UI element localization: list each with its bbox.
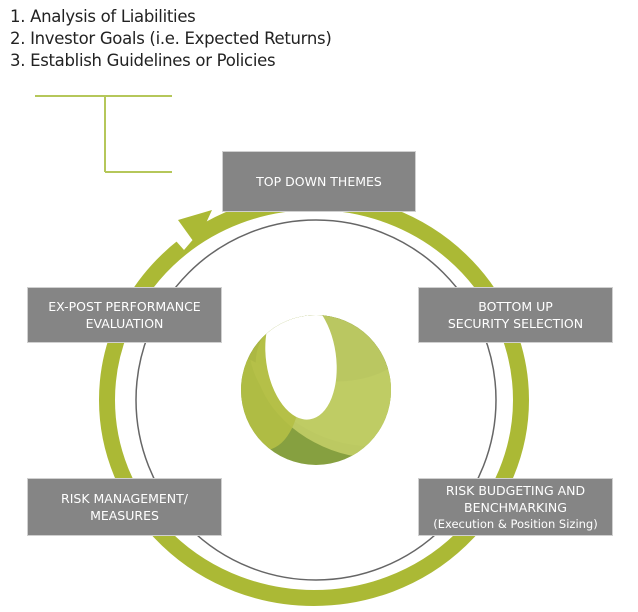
top-down-themes-box: TOP DOWN THEMES xyxy=(222,151,416,212)
box-label: EVALUATION xyxy=(85,316,164,331)
box-label: SECURITY SELECTION xyxy=(447,316,584,331)
ex-post-performance-box: EX-POST PERFORMANCE EVALUATION xyxy=(27,287,222,343)
arrowhead-icon xyxy=(178,210,212,245)
risk-budgeting-box: RISK BUDGETING AND BENCHMARKING (Executi… xyxy=(418,478,613,536)
bottom-up-security-selection-box: BOTTOM UP SECURITY SELECTION xyxy=(418,287,613,343)
inner-gray-ring xyxy=(135,219,497,581)
box-label: RISK BUDGETING AND xyxy=(445,482,586,498)
box-label: TOP DOWN THEMES xyxy=(256,174,382,189)
box-label: BOTTOM UP xyxy=(478,299,553,314)
risk-management-box: RISK MANAGEMENT/ MEASURES xyxy=(27,478,222,536)
box-sublabel: (Execution & Position Sizing) xyxy=(433,516,598,531)
box-label: MEASURES xyxy=(90,508,159,523)
box-label: BENCHMARKING xyxy=(464,499,567,515)
step-3: 3. Establish Guidelines or Policies xyxy=(10,51,276,70)
bracket-connector xyxy=(35,95,172,173)
box-label: EX-POST PERFORMANCE xyxy=(48,299,201,314)
process-steps-list: 1. Analysis of Liabilities 2. Investor G… xyxy=(10,6,332,72)
step-2: 2. Investor Goals (i.e. Expected Returns… xyxy=(10,29,332,48)
ring-gap xyxy=(168,218,196,250)
box-label: RISK MANAGEMENT/ xyxy=(61,491,188,506)
step-1: 1. Analysis of Liabilities xyxy=(10,7,196,26)
